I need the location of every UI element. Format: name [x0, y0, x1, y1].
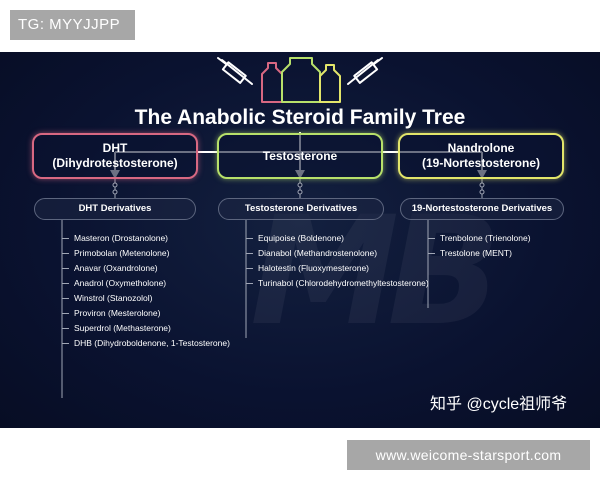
list-item: Anadrol (Oxymetholone) [62, 276, 230, 291]
nortestosterone-derivatives-label: 19-Nortestosterone Derivatives [400, 198, 564, 220]
list-item: Superdrol (Methasterone) [62, 321, 230, 336]
nandrolone-box-line1: Nandrolone [447, 141, 515, 155]
syringe-bottles-icon [217, 57, 383, 103]
list-item: Equipoise (Boldenone) [246, 231, 429, 246]
dht-derivatives-list: Masteron (Drostanolone) Primobolan (Mete… [62, 231, 230, 351]
nandrolone-box-line2: (19-Nortestosterone) [421, 156, 541, 170]
list-item: Proviron (Mesterolone) [62, 306, 230, 321]
diagram-title: The Anabolic Steroid Family Tree [134, 106, 466, 129]
zhihu-signature: 知乎 @cycle祖师爷 [430, 396, 568, 413]
dht-derivatives-label: DHT Derivatives [34, 198, 196, 220]
testosterone-box-line1: Testosterone [262, 148, 338, 163]
list-item: Masteron (Drostanolone) [62, 231, 230, 246]
nandrolone-box: Nandrolone (19-Nortestosterone) [398, 133, 564, 179]
list-item: Trenbolone (Trienolone) [428, 231, 531, 246]
nortestosterone-derivatives-list: Trenbolone (Trienolone) Trestolone (MENT… [428, 231, 531, 261]
testosterone-derivatives-label: Testosterone Derivatives [218, 198, 384, 220]
tg-label: TG: MYYJJPP [10, 10, 135, 40]
list-item: Dianabol (Methandrostenolone) [246, 246, 429, 261]
testosterone-box: Testosterone [217, 133, 383, 179]
site-url-label: www.weicome-starsport.com [347, 440, 590, 470]
testosterone-derivatives-list: Equipoise (Boldenone) Dianabol (Methandr… [246, 231, 429, 291]
list-item: Anavar (Oxandrolone) [62, 261, 230, 276]
list-item: Primobolan (Metenolone) [62, 246, 230, 261]
list-item: Turinabol (Chlorodehydromethyltestostero… [246, 276, 429, 291]
list-item: Winstrol (Stanozolol) [62, 291, 230, 306]
dht-box-line1: DHT [102, 141, 128, 155]
list-item: Trestolone (MENT) [428, 246, 531, 261]
list-item: DHB (Dihydroboldenone, 1-Testosterone) [62, 336, 230, 351]
dht-box-line2: (Dihydrotestosterone) [52, 156, 178, 170]
list-item: Halotestin (Fluoxymesterone) [246, 261, 429, 276]
dht-box: DHT (Dihydrotestosterone) [32, 133, 198, 179]
